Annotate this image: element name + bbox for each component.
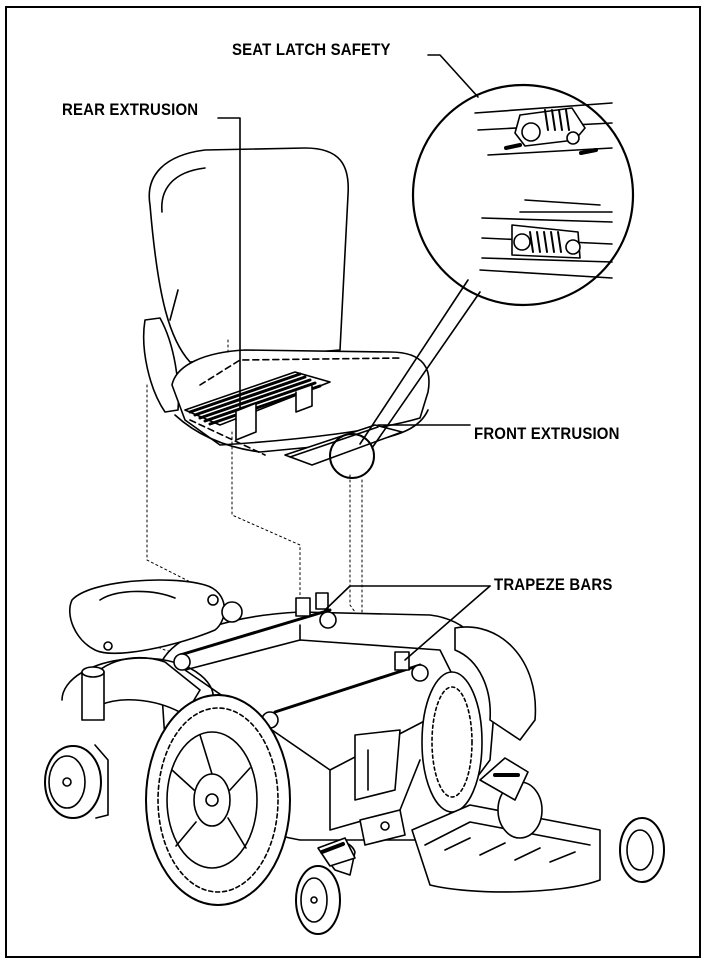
front-right-caster [479, 757, 665, 883]
leader-lines [217, 54, 491, 661]
trapeze-bars-label: TRAPEZE BARS [494, 575, 613, 594]
armrest-tray [68, 579, 226, 655]
seat-back [148, 147, 350, 363]
right-fender [454, 626, 537, 741]
rear-extrusion-rail [184, 371, 331, 441]
trapeze-bar-2 [221, 601, 429, 729]
rear-extrusion-label: REAR EXTRUSION [62, 100, 199, 119]
seat-side-bolster [142, 317, 180, 413]
left-drive-wheel [145, 694, 291, 906]
anti-tip-pod [317, 837, 356, 867]
front-extrusion-rail [284, 424, 403, 479]
front-left-caster [44, 666, 109, 819]
seat-latch-safety-label: SEAT LATCH SAFETY [232, 40, 391, 59]
footplate [411, 804, 601, 893]
right-drive-wheel [421, 671, 483, 813]
front-extrusion-label: FRONT EXTRUSION [474, 424, 620, 443]
trapeze-bar-1 [173, 592, 337, 671]
seat-latch-detail-magnifier [411, 83, 635, 307]
